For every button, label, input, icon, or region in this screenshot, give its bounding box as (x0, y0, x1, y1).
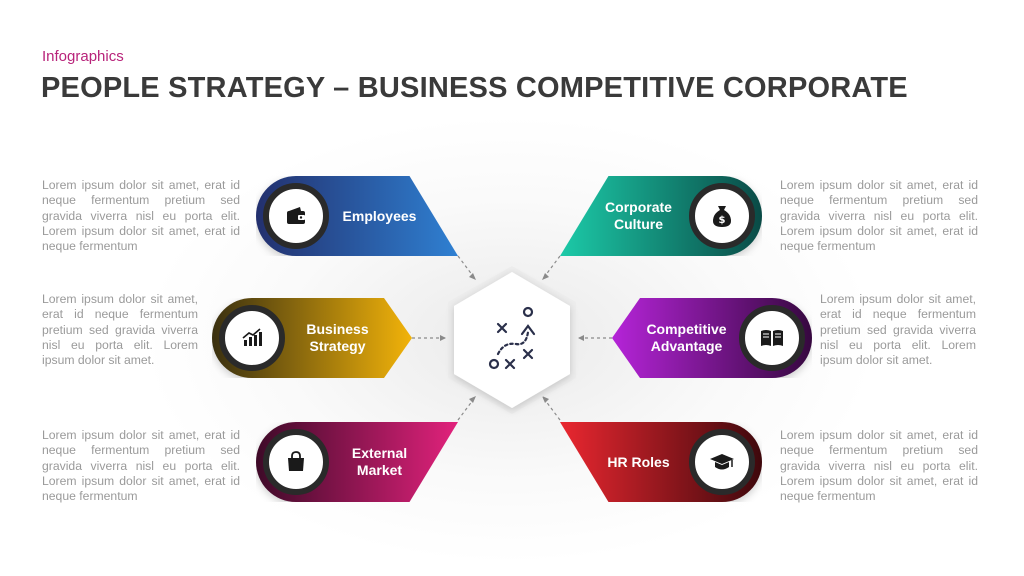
icon-circle (263, 429, 329, 495)
description-mid-left: Lorem ipsum dolor sit amet, erat id nequ… (42, 292, 198, 368)
description-mid-right: Lorem ipsum dolor sit amet, erat id nequ… (820, 292, 976, 368)
node-label: HR Roles (607, 453, 670, 470)
icon-circle (689, 429, 755, 495)
icon-circle: $ (689, 183, 755, 249)
node-label: Competitive Advantage (646, 321, 727, 354)
node-label: Employees (342, 207, 417, 224)
node-label: Business Strategy (306, 321, 369, 354)
node-label: Corporate Culture (605, 199, 672, 232)
node-external-market: External Market (256, 422, 458, 502)
description-bottom-left: Lorem ipsum dolor sit amet, erat id nequ… (42, 428, 240, 504)
icon-circle (219, 305, 285, 371)
page-subtitle: Infographics (42, 48, 124, 65)
icon-circle (739, 305, 805, 371)
node-competitive-advantage: Competitive Advantage (612, 298, 812, 378)
bar-chart-icon (242, 328, 262, 346)
center-hexagon (440, 262, 584, 418)
icon-circle (263, 183, 329, 249)
shopping-bag-icon (288, 451, 304, 471)
description-bottom-right: Lorem ipsum dolor sit amet, erat id nequ… (780, 428, 978, 504)
node-business-strategy: Business Strategy (212, 298, 412, 378)
description-top-right: Lorem ipsum dolor sit amet, erat id nequ… (780, 178, 978, 254)
node-corporate-culture: $ Corporate Culture (560, 176, 762, 256)
description-top-left: Lorem ipsum dolor sit amet, erat id nequ… (42, 178, 240, 254)
svg-text:$: $ (719, 215, 726, 226)
graduation-cap-icon (710, 454, 734, 470)
money-bag-icon: $ (713, 206, 731, 227)
wallet-icon (287, 207, 305, 224)
page-title: PEOPLE STRATEGY – BUSINESS COMPETITIVE C… (41, 72, 908, 104)
node-label: External Market (351, 445, 408, 478)
book-icon (761, 330, 783, 346)
strategy-play-icon (488, 306, 536, 370)
